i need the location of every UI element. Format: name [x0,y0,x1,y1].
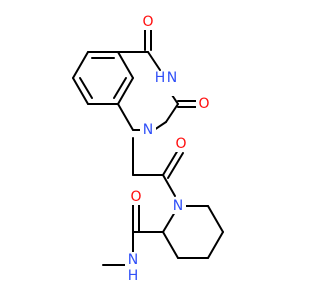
molecule-structure-diagram: O H N O N O N O N H [72,14,224,284]
atom-o-ring: O [196,96,212,112]
atom-labels: O H N O N O N O N H [125,14,212,284]
atom-nh-amide: N H [125,252,141,284]
bond [162,211,176,233]
bond [72,77,89,105]
atom-o-amide: O [128,189,144,205]
bond [113,77,127,99]
atom-label-sub: N [167,70,177,86]
atom-label: O [130,189,141,205]
atom-label: O [175,136,186,152]
atom-label: O [198,96,209,112]
bond [72,51,89,79]
bond [207,205,224,233]
atom-label-sub: H [128,268,139,284]
bond [147,51,161,71]
bond [165,103,179,123]
atom-o-top: O [140,14,156,30]
bond [162,174,176,197]
atom-label: H [155,70,166,86]
bond [117,77,134,105]
bonds [72,29,224,266]
atom-label: N [143,122,153,138]
atom-nh-ring: H N [154,70,178,96]
atom-label: N [128,252,138,268]
atom-o-keto: O [173,136,189,152]
bond [162,231,179,259]
atom-label: O [142,14,153,30]
bond [207,231,224,259]
atom-n-ring: N [140,122,156,138]
bond [117,51,134,79]
bond [167,152,184,179]
bond [79,77,93,99]
bond [117,103,134,131]
atom-label: N [173,198,183,214]
atom-n-piperidine: N [170,198,186,214]
bond [162,149,179,176]
